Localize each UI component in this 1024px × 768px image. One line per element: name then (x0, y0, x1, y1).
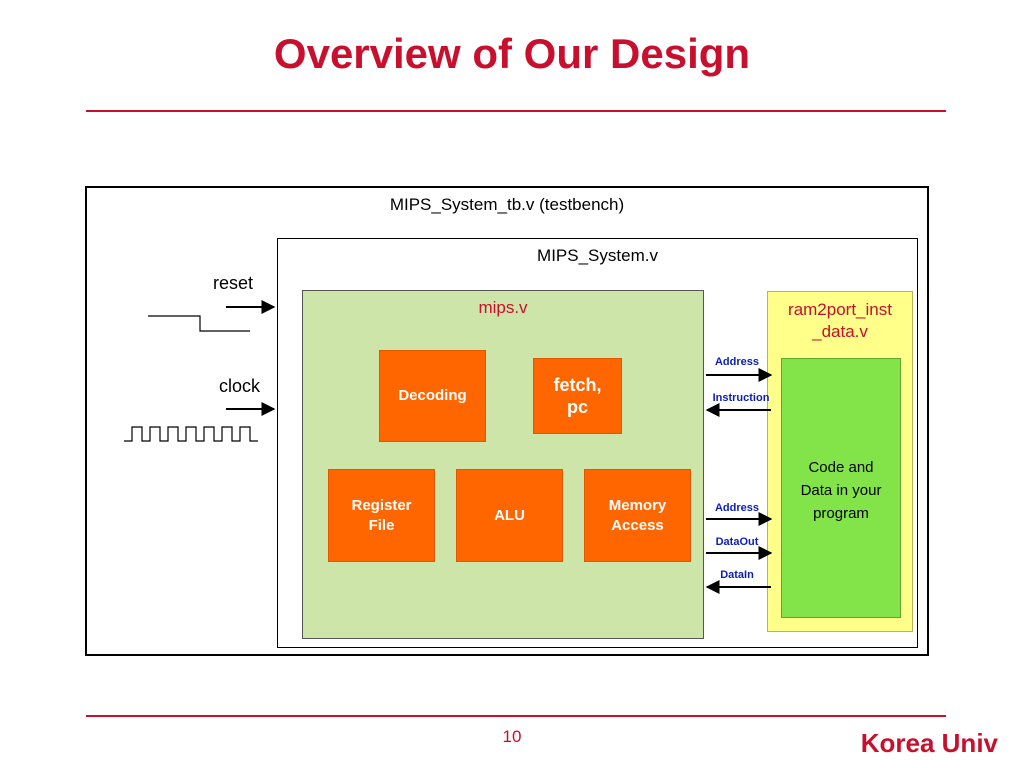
decoding-label: Decoding (398, 387, 467, 404)
footer-divider (86, 715, 946, 717)
code-line2: Data in your (800, 482, 882, 499)
ram-label-line2: _data.v (812, 322, 868, 341)
page-number: 10 (502, 727, 522, 746)
title-divider (86, 110, 946, 112)
reset-waveform (148, 315, 250, 332)
signal-instruction: Instruction (712, 392, 770, 404)
slide-title: Overview of Our Design (273, 30, 751, 77)
memory-access-block: Memory Access (584, 469, 691, 562)
testbench-label: MIPS_System_tb.v (testbench) (389, 195, 625, 214)
fetch-pc-block: fetch, pc (533, 358, 622, 434)
mips-core-box (302, 290, 704, 639)
code-data-box (781, 358, 901, 618)
ram-module-label: ram2port_inst _data.v (767, 299, 913, 343)
clock-label: clock (219, 376, 261, 396)
code-line1: Code and (808, 459, 874, 476)
alu-block: ALU (456, 469, 563, 562)
regfile-label-line2: File (368, 516, 395, 534)
register-file-block: Register File (328, 469, 435, 562)
signal-dataout: DataOut (715, 536, 759, 548)
mips-core-label: mips.v (478, 298, 528, 317)
clock-waveform (124, 426, 258, 442)
signal-address-1: Address (714, 356, 760, 368)
fetch-label-line1: fetch, (553, 375, 602, 395)
decoding-block: Decoding (379, 350, 486, 442)
signal-address-2: Address (714, 502, 760, 514)
ram-label-line1: ram2port_inst (788, 300, 892, 319)
mem-label-line1: Memory (608, 496, 667, 514)
reset-label: reset (213, 273, 254, 293)
brand-label: Korea Univ (860, 728, 998, 758)
signal-datain: DataIn (720, 569, 754, 581)
code-line3: program (813, 505, 869, 522)
fetch-label-line2: pc (566, 397, 588, 417)
regfile-label-line1: Register (351, 496, 412, 514)
code-data-label: Code and Data in your program (781, 456, 901, 525)
mem-label-line2: Access (611, 516, 664, 534)
alu-label: ALU (494, 506, 525, 524)
mips-system-label: MIPS_System.v (537, 246, 658, 265)
